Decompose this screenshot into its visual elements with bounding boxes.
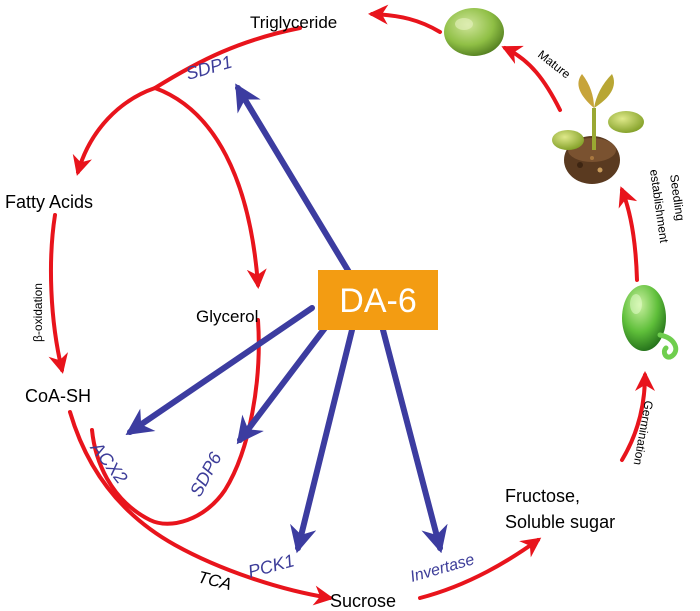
glycerol-label: Glycerol [196,307,258,326]
germination-arrow [620,371,655,462]
da6-label: DA-6 [339,282,416,320]
fatty-acids-to-coa-arrow [48,213,68,374]
glycerol-loop-to-sucrose [90,318,261,526]
triglyceride-to-glycerol-arrow [153,86,267,289]
establishment-label: establishment [647,168,671,244]
seedling-image [552,74,644,184]
pck1-label: PCK1 [246,550,297,581]
seedling-establishment-arrow [618,186,639,282]
da6-to-acx2-arrow [125,305,315,436]
coa-sh-label: CoA-SH [25,386,91,406]
sucrose-to-fructose-arrow [418,537,542,600]
da6-to-sdp1-arrow [235,83,358,285]
fatty-acids-label: Fatty Acids [5,192,93,212]
triglyceride-label: Triglyceride [250,13,337,32]
mature-seed-image [444,8,504,56]
sdp6-label: SDP6 [186,448,226,500]
da6-to-invertase-arrow [380,327,448,554]
fructose-label: Fructose, [505,486,580,506]
sdp1-label: SDP1 [184,52,235,84]
da6-to-pck1-arrow [290,327,355,554]
beta-oxidation-label: β-oxidation [31,283,45,342]
sucrose-label: Sucrose [330,591,396,611]
da6-to-sdp6-arrow [236,321,331,445]
triglyceride-to-fatty-acids-arrow [72,86,157,176]
mature-arrow [501,45,562,112]
triglyceride-link [153,26,302,90]
seed-to-triglyceride-arrow [368,4,442,34]
coa-to-sucrose-arrow [68,410,334,606]
regulation-arrows [125,83,448,554]
soluble-sugar-label: Soluble sugar [505,512,615,532]
seedling-label: Seedling [667,173,687,221]
pathway-arrows [48,4,655,606]
germinating-seed-image [622,285,679,360]
da6-regulator: DA-6 [318,270,438,330]
